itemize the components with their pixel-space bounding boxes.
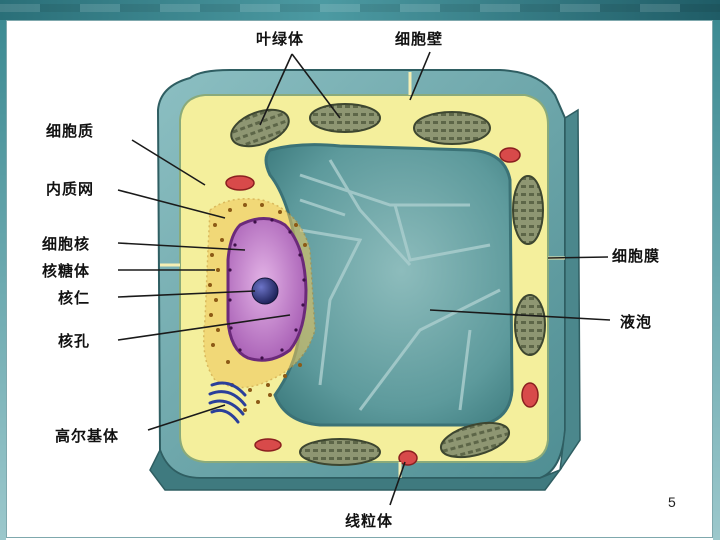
label-vacuole: 液泡 — [620, 313, 653, 331]
label-chloroplast: 叶绿体 — [256, 30, 305, 48]
top-bar-pattern — [0, 4, 720, 12]
label-golgi-apparatus: 高尔基体 — [55, 427, 120, 445]
cell-wall-side — [559, 108, 581, 471]
label-nucleolus: 核仁 — [58, 289, 91, 307]
label-endoplasmic-reticulum: 内质网 — [46, 180, 95, 198]
label-mitochondrion: 线粒体 — [345, 512, 394, 530]
right-accent-strip — [713, 20, 720, 540]
label-cytoplasm: 细胞质 — [46, 122, 95, 140]
leader-lines — [117, 51, 611, 506]
golgi-apparatus — [208, 381, 247, 424]
left-accent-strip — [0, 20, 6, 540]
slide-page-number: 5 — [668, 494, 676, 510]
slide-top-bar — [0, 0, 720, 20]
vacuole — [264, 143, 514, 427]
nuclear-pores — [228, 218, 306, 360]
cell-wall-depth — [149, 448, 563, 491]
label-cell-membrane: 细胞膜 — [612, 247, 661, 265]
label-nucleus: 细胞核 — [42, 235, 91, 253]
chloroplasts — [230, 103, 546, 466]
cytoplasmic-strands — [299, 159, 501, 411]
label-nuclear-pore: 核孔 — [58, 332, 91, 350]
ribosome-dots — [208, 203, 307, 412]
mitochondria — [225, 147, 539, 466]
label-ribosome: 核糖体 — [42, 262, 91, 280]
nucleolus — [251, 277, 279, 305]
label-cell-wall: 细胞壁 — [395, 30, 444, 48]
